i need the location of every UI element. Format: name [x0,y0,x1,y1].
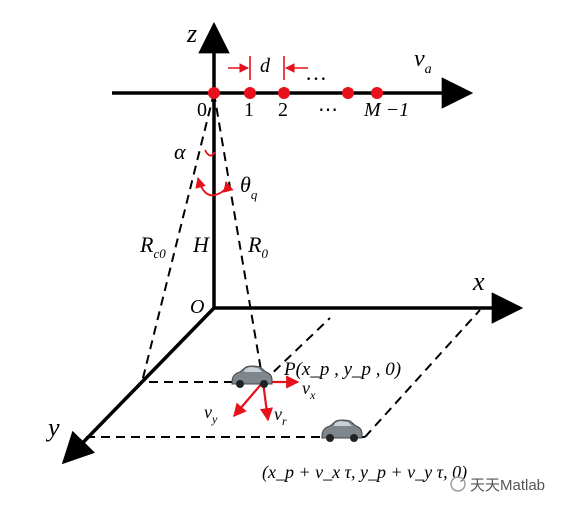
vr-label: vr [274,404,287,428]
alpha-label: α [174,139,186,164]
element-label-1: 1 [244,99,254,121]
r0-label: R0 [247,232,268,261]
array-element-2 [278,87,290,99]
element-label-2: 2 [278,99,288,121]
r0-line [213,92,264,383]
velocity-vectors [233,375,300,422]
spacing-label: d [260,55,271,77]
array-element-1 [244,87,256,99]
watermark: 天天Matlab [470,477,545,494]
vy-vector [233,381,264,418]
target-start-label: P(x_p , y_p , 0) [283,359,401,380]
spacing-indicator [228,56,308,80]
rc0-label: Rc0 [139,232,166,261]
array-elements [208,87,383,99]
y-axis-label: y [45,413,60,442]
x-axis-label: x [472,267,485,296]
vr-vector [259,381,273,422]
vy-label: vy [204,402,218,426]
element-label-last: M −1 [363,99,409,121]
array-velocity-label: va [414,46,432,77]
origin-label: O [190,296,204,318]
car-icon-start [231,365,273,388]
top-ellipsis: … [305,60,327,85]
car-icon-end [321,419,363,442]
array-element-m1 [371,87,383,99]
theta-label: θq [240,172,258,202]
vx-label: vx [302,378,316,402]
dashed-geometry [82,92,481,438]
rc0-line [141,92,215,383]
theta-arc [195,176,234,197]
watermark-logo-icon [450,476,466,492]
target-end-label: (x_p + v_x τ, y_p + v_y τ, 0) [262,462,467,483]
array-element-0 [208,87,220,99]
array-element-m2 [342,87,354,99]
y-axis [61,306,216,465]
element-label-0: 0 [197,99,207,121]
element-label-ellipsis: ⋯ [318,99,338,121]
alpha-arc [204,149,216,157]
z-axis-label: z [186,19,197,48]
end-to-x-line [364,309,481,438]
h-label: H [192,232,210,257]
p-to-x-line [262,317,331,383]
